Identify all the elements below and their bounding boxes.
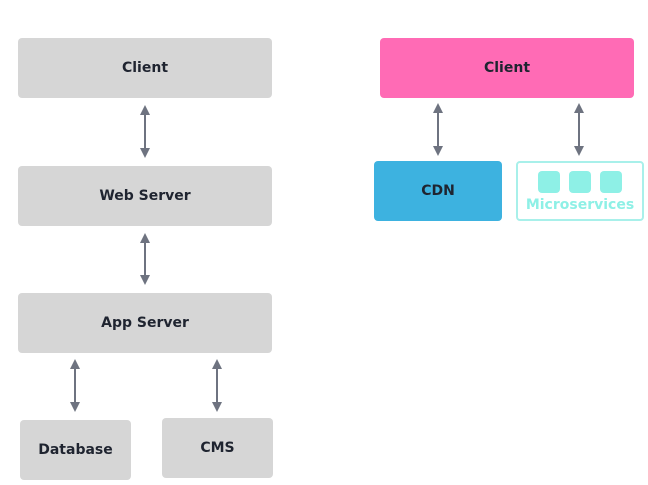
- right-client-label: Client: [483, 60, 531, 76]
- cms-label: CMS: [200, 440, 235, 456]
- database-node: Database: [20, 420, 131, 480]
- app-server-label: App Server: [101, 315, 189, 331]
- left-client-node: Client: [18, 38, 272, 98]
- microservices-icon: [538, 171, 622, 193]
- web-server-node: Web Server: [18, 166, 272, 226]
- service-block-icon: [569, 171, 591, 193]
- web-server-label: Web Server: [99, 188, 191, 204]
- cdn-node: CDN: [374, 161, 502, 221]
- cdn-label: CDN: [421, 183, 455, 199]
- database-label: Database: [38, 442, 113, 458]
- cms-node: CMS: [162, 418, 273, 478]
- app-server-node: App Server: [18, 293, 272, 353]
- service-block-icon: [538, 171, 560, 193]
- microservices-label: Microservices: [525, 197, 635, 213]
- service-block-icon: [600, 171, 622, 193]
- left-client-label: Client: [121, 60, 169, 76]
- right-client-node: Client: [380, 38, 634, 98]
- microservices-node: Microservices: [516, 161, 644, 221]
